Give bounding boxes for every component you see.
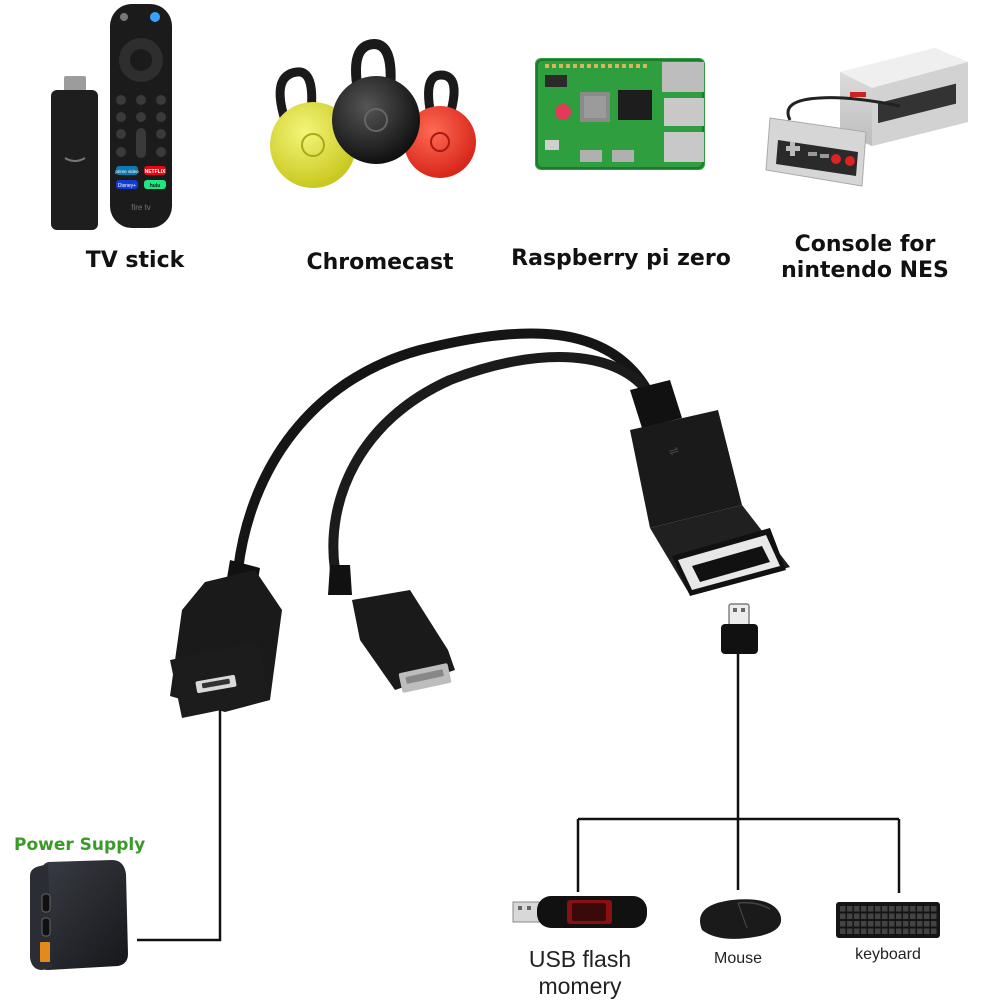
micro-usb-female-connector <box>170 570 282 718</box>
nes-console-label-line1: Console for <box>794 232 936 257</box>
keyboard-key <box>847 921 853 927</box>
keyboard-key <box>868 906 874 912</box>
keyboard-key <box>917 928 923 934</box>
keyboard-key <box>882 906 888 912</box>
keyboard-key <box>861 906 867 912</box>
nes-console-label: Console for nintendo NES <box>765 232 965 284</box>
power-supply-label: Power Supply <box>14 835 146 855</box>
keyboard-key <box>931 921 937 927</box>
keyboard-key <box>847 906 853 912</box>
keyboard-key <box>931 906 937 912</box>
keyboard-key <box>903 928 909 934</box>
usb-flash-label-line1: USB flash <box>528 946 632 972</box>
keyboard-key <box>910 928 916 934</box>
chromecast-image <box>270 38 476 188</box>
keyboard-key <box>931 928 937 934</box>
keyboard-key <box>847 928 853 934</box>
nes-console-label-line2: nintendo NES <box>781 258 949 283</box>
keyboard-key <box>896 906 902 912</box>
keyboard-key <box>924 921 930 927</box>
nes-console-image <box>765 48 968 187</box>
keyboard-key <box>840 921 846 927</box>
charger-image <box>30 860 128 970</box>
keyboard-key <box>931 913 937 919</box>
usb-flash-drive-image <box>512 896 647 928</box>
keyboard-key <box>889 906 895 912</box>
keyboard-key <box>896 928 902 934</box>
keyboard-key <box>854 913 860 919</box>
power-line <box>137 710 222 942</box>
keyboard-key <box>924 928 930 934</box>
keyboard-key <box>861 928 867 934</box>
keyboard-key <box>882 928 888 934</box>
hulu-button-label: hulu <box>150 183 161 189</box>
keyboard-key <box>910 921 916 927</box>
raspberry-pi-label: Raspberry pi zero <box>511 246 731 271</box>
keyboard-key <box>917 906 923 912</box>
keyboard-key <box>924 913 930 919</box>
raspberry-pi-image <box>535 58 705 170</box>
keyboard-key <box>889 913 895 919</box>
keyboard-key <box>854 928 860 934</box>
keyboard-key <box>875 913 881 919</box>
keyboard-key <box>840 928 846 934</box>
keyboard-key <box>896 913 902 919</box>
svg-text:⇌: ⇌ <box>667 443 680 459</box>
prime-button-label: prime video <box>115 169 139 174</box>
keyboard-key <box>868 913 874 919</box>
y-cable-image: ⇌ <box>170 328 790 718</box>
keyboard-key <box>868 928 874 934</box>
usb-adapter-icon <box>721 603 758 654</box>
keyboard-key <box>917 921 923 927</box>
tv-stick-image <box>51 76 98 230</box>
keyboard-key <box>903 906 909 912</box>
usb-flash-label-line2: momery <box>538 973 622 999</box>
usb-flash-label: USB flash momery <box>505 946 655 1000</box>
keyboard-key <box>875 921 881 927</box>
keyboard-key <box>889 921 895 927</box>
chromecast-label: Chromecast <box>306 250 454 275</box>
usb-female-connector: ⇌ <box>630 410 790 596</box>
keyboard-key <box>882 921 888 927</box>
keyboard-key <box>840 906 846 912</box>
keyboard-key <box>861 913 867 919</box>
tv-stick-label: TV stick <box>85 248 185 273</box>
keyboard-key <box>875 928 881 934</box>
keyboard-key <box>847 913 853 919</box>
keyboard-key <box>840 913 846 919</box>
micro-usb-male-connector <box>352 590 455 693</box>
keyboard-key <box>882 913 888 919</box>
keyboard-key <box>903 913 909 919</box>
keyboard-key <box>903 921 909 927</box>
netflix-button-label: NETFLIX <box>145 169 166 175</box>
keyboard-key <box>910 913 916 919</box>
keyboard-key <box>875 906 881 912</box>
connection-lines <box>137 652 901 942</box>
keyboard-key <box>854 906 860 912</box>
remote-brand-label: fire tv <box>131 203 151 212</box>
remote-image: prime video NETFLIX Disney+ hulu fire tv <box>110 4 172 228</box>
mouse-image <box>700 899 782 939</box>
keyboard-key <box>854 921 860 927</box>
keyboard-key <box>889 928 895 934</box>
keyboard-key <box>868 921 874 927</box>
mouse-label: Mouse <box>713 950 763 967</box>
keyboard-key <box>917 913 923 919</box>
disney-button-label: Disney+ <box>118 183 136 189</box>
keyboard-key <box>910 906 916 912</box>
keyboard-key <box>861 921 867 927</box>
keyboard-key <box>896 921 902 927</box>
keyboard-image <box>836 902 940 938</box>
keyboard-key <box>924 906 930 912</box>
keyboard-label: keyboard <box>855 946 921 963</box>
